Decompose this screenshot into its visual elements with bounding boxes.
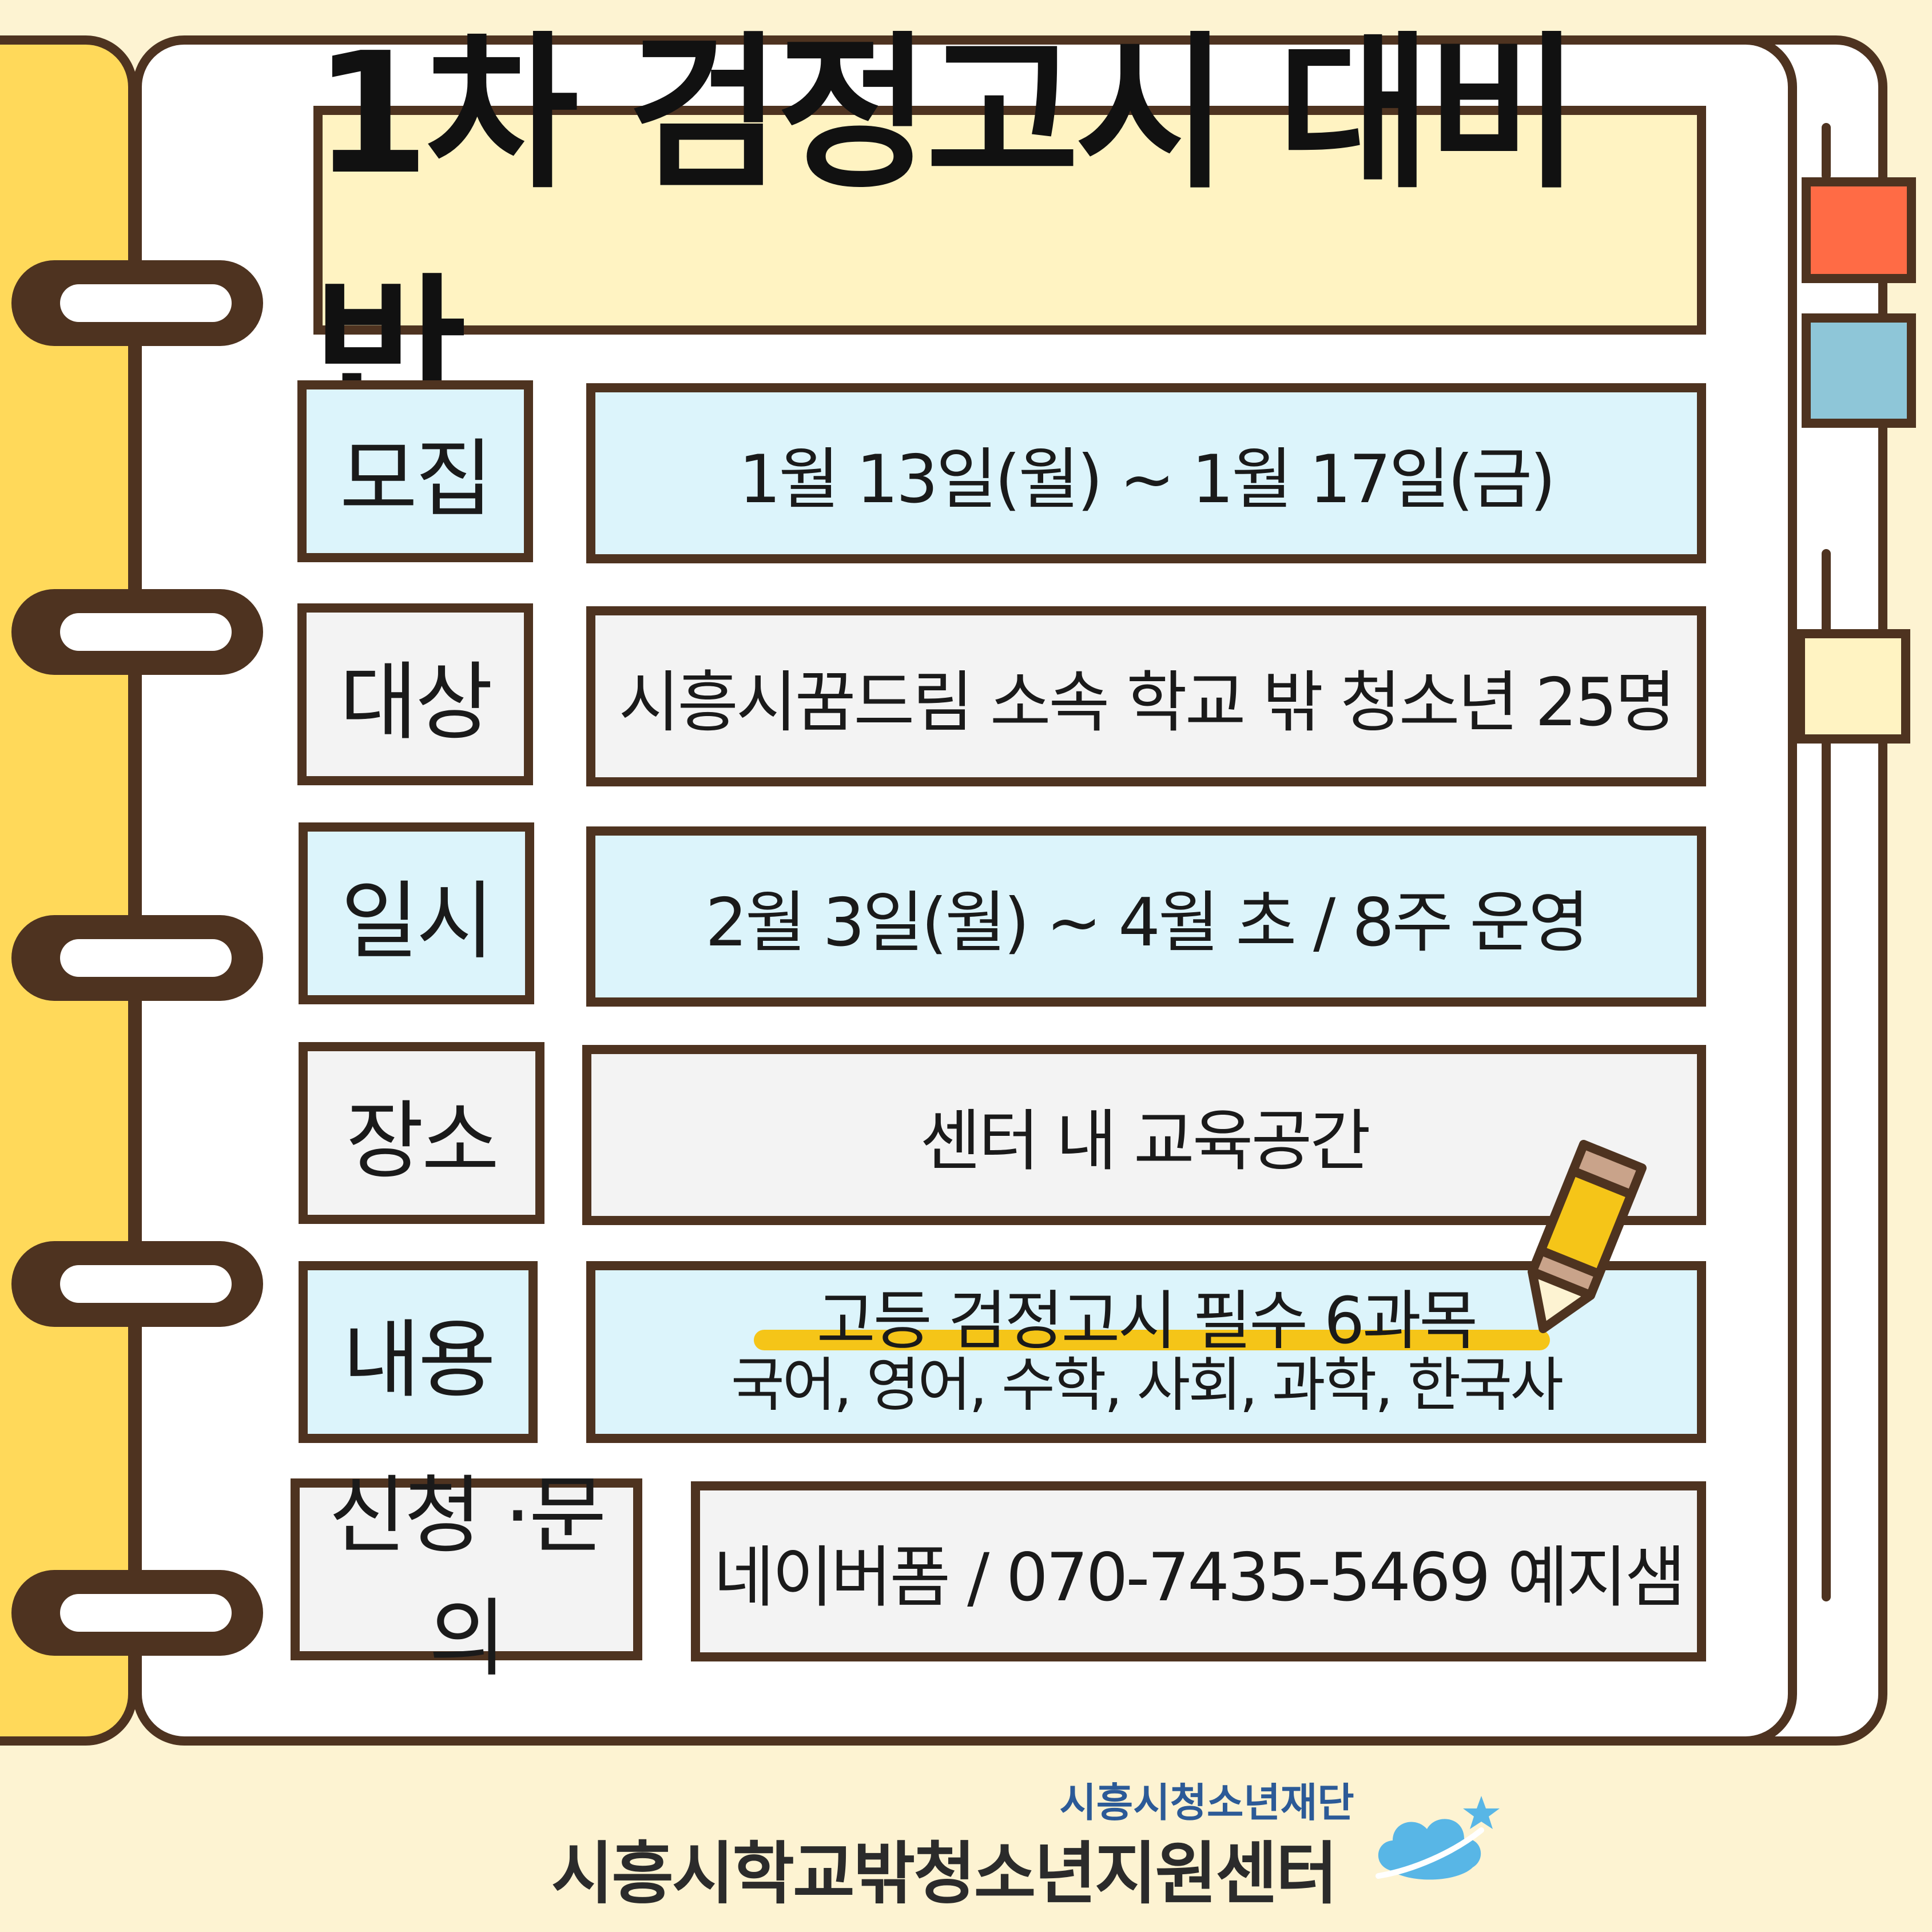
binder-ring xyxy=(11,1241,263,1327)
binder-ring xyxy=(11,260,263,346)
page-title: 1차 검정고시 대비반 xyxy=(313,17,1580,453)
highlight-stroke xyxy=(753,1330,1551,1351)
binder-ring xyxy=(11,589,263,675)
pencil-icon xyxy=(1528,1140,1647,1333)
index-tab-red xyxy=(1802,177,1916,283)
content-line1-text: 고등 검정고시 필수 6과목 xyxy=(816,1283,1478,1358)
value-location: 센터 내 교육공간 xyxy=(582,1045,1706,1225)
title-banner xyxy=(313,106,1706,335)
binder-ring xyxy=(11,1570,263,1656)
label-inquiry: 신청 ·문의 xyxy=(291,1466,642,1688)
label-target: 대상 xyxy=(297,603,533,785)
content-subjects-list: 국어, 영어, 수학, 사회, 과학, 한국사 xyxy=(730,1351,1564,1420)
cloud-star-logo-icon xyxy=(1376,1796,1500,1880)
label-recruit: 모집 xyxy=(297,380,533,562)
content-subjects-title: 고등 검정고시 필수 6과목 xyxy=(753,1287,1551,1355)
value-inquiry: 네이버폼 / 070-7435-5469 예지샘 xyxy=(691,1481,1706,1661)
foundation-name: 시흥시청소년재단 xyxy=(1059,1779,1354,1826)
label-schedule: 일시 xyxy=(299,822,534,1004)
back-page-line xyxy=(1822,549,1831,1601)
center-name: 시흥시학교밖청소년지원센터 xyxy=(551,1834,1338,1913)
value-recruit: 1월 13일(월) ~ 1월 17일(금) xyxy=(586,383,1706,563)
label-location: 장소 xyxy=(299,1042,544,1224)
label-content: 내용 xyxy=(299,1261,538,1443)
binder-ring xyxy=(11,915,263,1001)
value-schedule: 2월 3일(월) ~ 4월 초 / 8주 운영 xyxy=(586,826,1706,1007)
back-page-line xyxy=(1822,123,1831,180)
value-content: 고등 검정고시 필수 6과목 국어, 영어, 수학, 사회, 과학, 한국사 xyxy=(586,1261,1706,1443)
index-tab-blue xyxy=(1802,313,1916,428)
index-tab-yellow xyxy=(1796,629,1910,744)
value-target: 시흥시꿈드림 소속 학교 밖 청소년 25명 xyxy=(586,606,1706,786)
